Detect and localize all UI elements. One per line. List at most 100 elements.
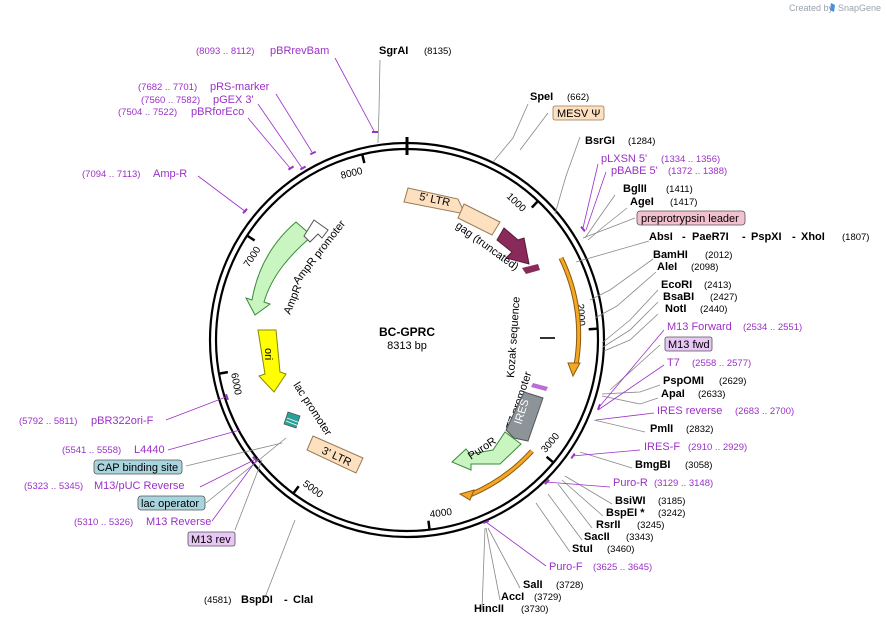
primer-l4440-pos: (5541 .. 5558) bbox=[62, 445, 121, 456]
leader-prs-marker bbox=[275, 93, 313, 153]
ampr-promoter-shape bbox=[303, 219, 329, 243]
plasmid-size: 8313 bp bbox=[387, 340, 427, 352]
site-bsabi-name: BsaBI bbox=[663, 291, 694, 303]
primer-pbr322ori-f[interactable]: (5792 .. 5811) pBR322ori-F bbox=[19, 415, 154, 427]
feature-orange-arc-2 bbox=[458, 449, 534, 501]
box-mesv-psi-bg bbox=[552, 105, 605, 121]
site-bamhi[interactable]: BamHI (2012) bbox=[653, 249, 732, 261]
primer-ires-reverse[interactable]: IRES reverse (2683 .. 2700) bbox=[657, 405, 794, 417]
leader-bspdi bbox=[263, 519, 296, 601]
ruler-label-3000: 3000 bbox=[539, 431, 562, 455]
primer-prs-marker-name: pRS-marker bbox=[210, 81, 270, 93]
arc2 bbox=[469, 449, 534, 497]
site-sgrai[interactable]: SgrAI (8135) bbox=[379, 45, 451, 57]
mark-m13forward bbox=[597, 403, 601, 411]
primer-amp-r-pos: (7094 .. 7113) bbox=[82, 169, 140, 180]
feature-ori[interactable]: ori bbox=[257, 329, 287, 393]
mark-pbrrevbam bbox=[372, 131, 378, 133]
site-apai[interactable]: ApaI (2633) bbox=[661, 388, 725, 400]
box-mesv-psi[interactable]: MESV Ψ bbox=[552, 105, 605, 121]
preprotrypsin-segment bbox=[522, 264, 540, 274]
primer-m13-reverse[interactable]: (5310 .. 5326) M13 Reverse bbox=[74, 516, 211, 528]
primer-m13-forward[interactable]: M13 Forward (2534 .. 2551) bbox=[667, 321, 802, 333]
site-bmgbi[interactable]: BmgBI (3058) bbox=[635, 459, 712, 471]
site-pmli[interactable]: PmlI (2832) bbox=[650, 423, 713, 435]
leader-pmli bbox=[593, 419, 646, 433]
site-agei[interactable]: AgeI (1417) bbox=[630, 196, 697, 208]
site-pmli-pos: (2832) bbox=[686, 424, 713, 435]
site-sali[interactable]: SalI (3728) bbox=[523, 579, 583, 591]
primer-pbrforeco[interactable]: (7504 .. 7522) pBRforEco bbox=[118, 106, 244, 118]
site-noti[interactable]: NotI (2440) bbox=[665, 303, 727, 315]
site-absi-group[interactable]: AbsI - PaeR7I - PspXI - XhoI (1807) bbox=[649, 231, 869, 243]
site-hincii-name: HincII bbox=[474, 603, 504, 615]
leader-agei bbox=[587, 207, 628, 241]
site-rsrii-pos: (3245) bbox=[637, 520, 664, 531]
primer-pbrrevbam[interactable]: (8093 .. 8112) pBRrevBam bbox=[196, 45, 329, 57]
primer-plxsn5[interactable]: pLXSN 5' (1334 .. 1356) bbox=[601, 153, 720, 165]
ruler-tick-1000 bbox=[530, 200, 539, 209]
site-bamhi-pos: (2012) bbox=[705, 250, 732, 261]
primer-pbabe5-name: pBABE 5' bbox=[611, 165, 658, 177]
site-clai-name: ClaI bbox=[293, 594, 313, 606]
box-preprotrypsin-text: preprotrypsin leader bbox=[641, 213, 739, 225]
site-bsrgi-pos: (1284) bbox=[628, 136, 655, 147]
feature-orf-arrow bbox=[558, 256, 582, 378]
box-mesv-psi-text: MESV Ψ bbox=[557, 108, 600, 120]
site-bspdi[interactable]: (4581) BspDI - ClaI bbox=[204, 594, 313, 606]
primer-puro-f[interactable]: Puro-F (3625 .. 3645) bbox=[549, 561, 652, 573]
site-alei-name: AleI bbox=[657, 261, 677, 273]
site-bspei[interactable]: BspEI * (3242) bbox=[606, 507, 685, 519]
site-spei-name: SpeI bbox=[530, 91, 553, 103]
leader-m13forward bbox=[599, 329, 665, 407]
site-bsiwi-name: BsiWI bbox=[615, 495, 646, 507]
primer-pbabe5[interactable]: pBABE 5' (1372 .. 1388) bbox=[611, 165, 727, 177]
ruler-label-7000: 7000 bbox=[242, 244, 264, 269]
site-stui[interactable]: StuI (3460) bbox=[572, 543, 634, 555]
ruler-tick-4000 bbox=[427, 520, 431, 529]
box-m13-fwd[interactable]: M13 fwd bbox=[664, 336, 713, 352]
site-sacii-name: SacII bbox=[584, 531, 610, 543]
primer-ires-f[interactable]: IRES-F (2910 .. 2929) bbox=[644, 441, 747, 453]
box-m13-rev[interactable]: M13 rev bbox=[187, 531, 236, 547]
primer-t7[interactable]: T7 (2558 .. 2577) bbox=[667, 357, 751, 369]
mark-amp-r bbox=[242, 208, 248, 214]
primer-amp-r[interactable]: (7094 .. 7113) Amp-R bbox=[82, 168, 187, 180]
site-rsrii[interactable]: RsrII (3245) bbox=[596, 519, 664, 531]
site-bsrgi-name: BsrGI bbox=[585, 135, 615, 147]
site-pspomi[interactable]: PspOMI (2629) bbox=[663, 375, 746, 387]
site-acci[interactable]: AccI (3729) bbox=[501, 591, 561, 603]
primer-m13-puc-reverse[interactable]: (5323 .. 5345) M13/pUC Reverse bbox=[24, 480, 184, 492]
primer-pbrrevbam-name: pBRrevBam bbox=[270, 45, 329, 57]
box-m13-rev-text: M13 rev bbox=[191, 534, 231, 546]
feature-3-ltr[interactable]: 3' LTR bbox=[306, 435, 364, 474]
primer-l4440[interactable]: (5541 .. 5558) L4440 bbox=[62, 444, 165, 456]
site-sacii-pos: (3343) bbox=[626, 532, 653, 543]
leader-bsiwi bbox=[564, 475, 613, 505]
box-lac-operator[interactable]: lac operator bbox=[137, 495, 206, 511]
leader-preprotrypsin bbox=[582, 217, 636, 239]
primer-pgex3-pos: (7560 .. 7582) bbox=[141, 95, 200, 106]
site-spei[interactable]: SpeI (662) bbox=[530, 91, 589, 103]
site-ecori[interactable]: EcoRI (2413) bbox=[661, 279, 731, 291]
box-cap-binding-site[interactable]: CAP binding site bbox=[93, 459, 183, 475]
site-bsrgi[interactable]: BsrGI (1284) bbox=[585, 135, 655, 147]
primer-pgex3[interactable]: (7560 .. 7582) pGEX 3' bbox=[141, 94, 254, 106]
site-alei[interactable]: AleI (2098) bbox=[657, 261, 718, 273]
site-bsiwi[interactable]: BsiWI (3185) bbox=[615, 495, 685, 507]
site-hincii[interactable]: HincII (3730) bbox=[474, 603, 548, 615]
feature-puror[interactable]: PuroR bbox=[451, 431, 522, 471]
primer-puro-r[interactable]: Puro-R (3129 .. 3148) bbox=[613, 477, 713, 489]
leader-puro-r bbox=[545, 481, 611, 488]
primer-prs-marker[interactable]: (7682 .. 7701) pRS-marker bbox=[138, 81, 270, 93]
mark-ires-f bbox=[570, 452, 576, 460]
leader-pbabe bbox=[585, 171, 607, 231]
site-sacii[interactable]: SacII (3343) bbox=[584, 531, 653, 543]
feature-5-ltr[interactable]: 5' LTR bbox=[403, 187, 466, 215]
feature-ires[interactable]: IRES bbox=[505, 391, 544, 442]
box-preprotrypsin[interactable]: preprotrypsin leader bbox=[636, 210, 746, 226]
leader-l4440 bbox=[167, 429, 241, 451]
site-sgrai-pos: (8135) bbox=[424, 46, 451, 57]
site-bglii[interactable]: BglII (1411) bbox=[623, 183, 693, 195]
site-bsabi[interactable]: BsaBI (2427) bbox=[663, 291, 737, 303]
